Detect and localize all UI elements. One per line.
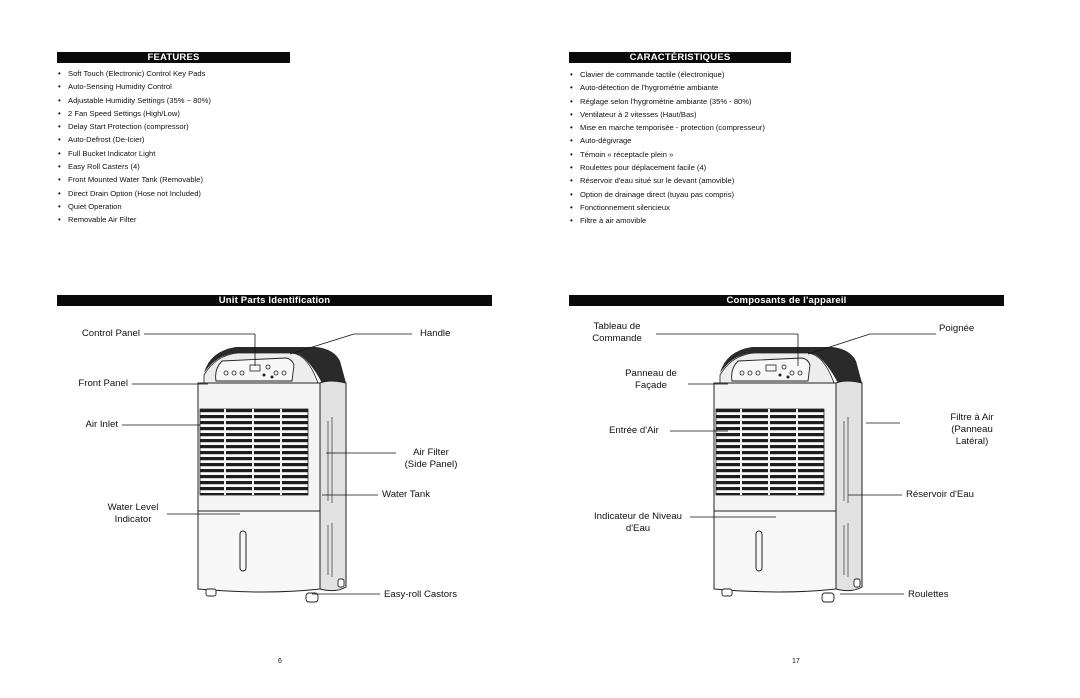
label-indicateur: Indicateur de Niveau d'Eau	[588, 511, 688, 535]
feature-item: Delay Start Protection (compressor)	[57, 120, 211, 134]
feature-item: Auto-Defrost (De-Icier)	[57, 133, 211, 147]
label-water-level-line1: Water Level	[107, 502, 159, 513]
label-indicateur-line2: d'Eau	[625, 523, 651, 534]
features-header-bar: FEATURES	[57, 52, 290, 63]
features-title: FEATURES	[147, 52, 200, 63]
label-roulettes: Roulettes	[908, 589, 949, 600]
label-handle: Handle	[420, 328, 451, 339]
label-tableau: Tableau de Commande	[580, 321, 654, 345]
label-tableau-line1: Tableau de	[593, 321, 641, 332]
label-air-inlet: Air Inlet	[85, 419, 118, 430]
feature-item: Quiet Operation	[57, 200, 211, 214]
label-water-tank: Water Tank	[382, 489, 430, 500]
feature-item: Easy Roll Casters (4)	[57, 160, 211, 174]
label-panneau-line2: Façade	[635, 380, 667, 391]
parts-title: Unit Parts Identification	[218, 295, 331, 306]
feature-item: Réservoir d'eau situé sur le devant (amo…	[569, 174, 765, 188]
label-air-filter-line2: (Side Panel)	[404, 459, 458, 470]
feature-item: Auto-détection de l'hygrométrie ambiante	[569, 81, 765, 95]
feature-item: Fonctionnement silencieux	[569, 201, 765, 215]
label-indicateur-line1: Indicateur de Niveau	[594, 511, 682, 522]
dehumidifier-unit-left	[197, 346, 347, 603]
caracteristiques-list: Clavier de commande tactile (électroniqu…	[569, 68, 765, 228]
feature-item: Roulettes pour déplacement facile (4)	[569, 161, 765, 175]
label-poignee: Poignée	[939, 323, 975, 334]
label-filtre: Filtre à Air (Panneau Latéral)	[934, 412, 1010, 448]
label-filtre-line3: Latéral)	[955, 436, 989, 447]
feature-item: Filtre à air amovible	[569, 214, 765, 228]
feature-item: Front Mounted Water Tank (Removable)	[57, 173, 211, 187]
feature-item: Mise en marche temporisée - protection (…	[569, 121, 765, 135]
feature-item: Removable Air Filter	[57, 213, 211, 227]
callout-lines-right	[656, 333, 936, 595]
label-water-level-indicator: Water Level Indicator	[98, 502, 168, 526]
label-filtre-line1: Filtre à Air	[950, 412, 994, 423]
label-reservoir: Réservoir d'Eau	[906, 489, 974, 500]
feature-item: Réglage selon l'hygrométrie ambiante (35…	[569, 95, 765, 109]
page-number-right: 17	[792, 658, 800, 665]
label-control-panel: Control Panel	[81, 328, 140, 339]
caracteristiques-title: CARACTÉRISTIQUES	[629, 52, 731, 63]
feature-item: Auto-Sensing Humidity Control	[57, 80, 211, 94]
features-list: Soft Touch (Electronic) Control Key Pads…	[57, 67, 211, 227]
feature-item: Clavier de commande tactile (électroniqu…	[569, 68, 765, 82]
dehumidifier-unit-right	[713, 346, 863, 603]
feature-item: Soft Touch (Electronic) Control Key Pads	[57, 67, 211, 81]
label-air-filter-line1: Air Filter	[413, 447, 449, 458]
label-front-panel: Front Panel	[78, 378, 128, 389]
page-number-left: 6	[278, 658, 282, 665]
feature-item: Auto-dégivrage	[569, 134, 765, 148]
caracteristiques-header-bar: CARACTÉRISTIQUES	[569, 52, 791, 63]
label-filtre-line2: (Panneau	[951, 424, 993, 435]
label-castors: Easy-roll Castors	[384, 589, 458, 600]
label-water-level-line2: Indicator	[114, 514, 152, 525]
label-air-filter: Air Filter (Side Panel)	[396, 447, 466, 471]
composants-header-bar: Composants de l'appareil	[569, 295, 1004, 306]
label-panneau-line1: Panneau de	[625, 368, 677, 379]
feature-item: Direct Drain Option (Hose not Included)	[57, 187, 211, 201]
callout-lines-left	[122, 333, 412, 595]
feature-item: Ventilateur à 2 vitesses (Haut/Bas)	[569, 108, 765, 122]
feature-item: Option de drainage direct (tuyau pas com…	[569, 188, 765, 202]
label-tableau-line2: Commande	[592, 333, 642, 344]
composants-title: Composants de l'appareil	[726, 295, 847, 306]
feature-item: Full Bucket Indicator Light	[57, 147, 211, 161]
feature-item: Témoin « réceptacle plein »	[569, 148, 765, 162]
feature-item: Adjustable Humidity Settings (35% ~ 80%)	[57, 94, 211, 108]
label-panneau: Panneau de Façade	[614, 368, 688, 392]
parts-header-bar: Unit Parts Identification	[57, 295, 492, 306]
feature-item: 2 Fan Speed Settings (High/Low)	[57, 107, 211, 121]
label-entree: Entrée d'Air	[609, 425, 659, 436]
